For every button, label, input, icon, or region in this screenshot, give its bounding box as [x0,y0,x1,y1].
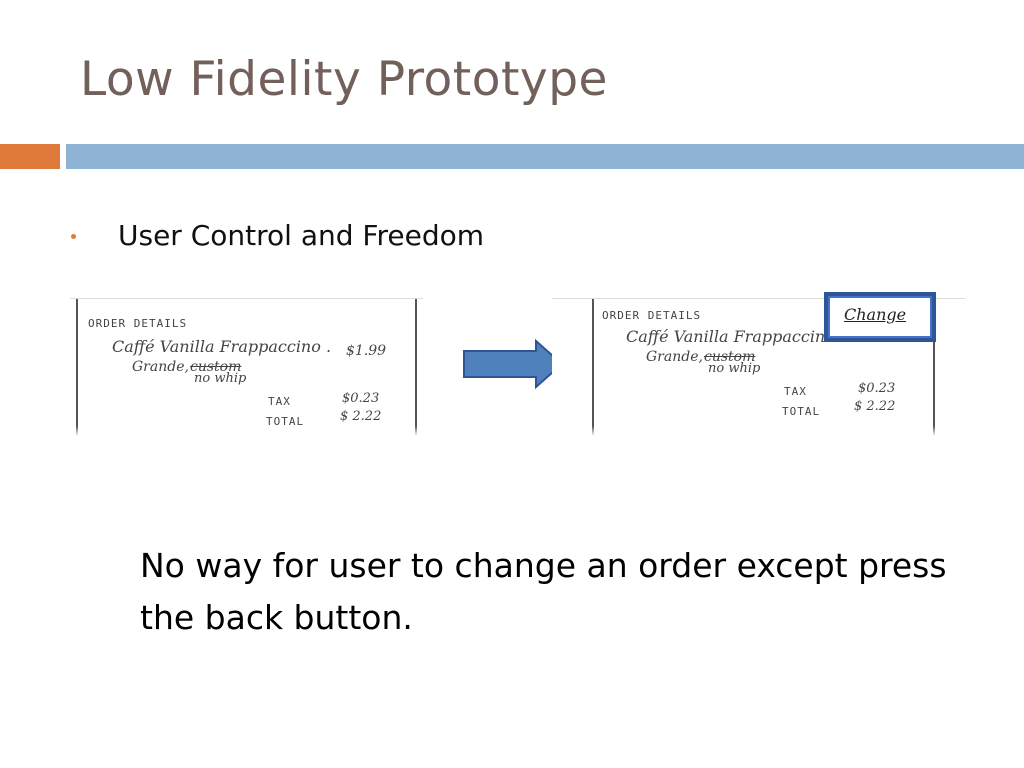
bullet-icon [71,234,76,239]
sketch-before: ORDER DETAILS Caffé Vanilla Frappaccino … [70,298,423,436]
slide-title: Low Fidelity Prototype [80,52,608,107]
change-button-label: Change [844,305,907,324]
note-text: No way for user to change an order excep… [140,546,947,637]
order-size: Grande, [132,359,189,375]
order-custom-struck: custom [704,349,756,365]
sketch-border-left [592,299,594,436]
sketch-border-right [933,299,935,436]
tax-label: TAX [784,385,807,398]
order-item: Caffé Vanilla Frappaccino [626,327,835,346]
tax-label: TAX [268,395,291,408]
sketch-border-left [76,299,78,436]
order-price: $1.99 [346,343,387,359]
title-underline-bar [66,144,1024,169]
order-custom-struck: custom [190,359,242,375]
total-label: TOTAL [782,405,821,418]
order-modifier: no whip [194,371,247,386]
total-value: $ 2.22 [854,399,896,414]
total-label: TOTAL [266,415,305,428]
order-modifier: no whip [708,361,761,376]
bullet-text: User Control and Freedom [118,219,485,252]
order-item: Caffé Vanilla Frappaccino . [112,337,332,356]
tax-value: $0.23 [858,381,896,396]
tax-value: $0.23 [342,391,380,406]
sketch-border-right [415,299,417,436]
arrow-right-icon [463,338,564,390]
sketch-fade [552,426,965,436]
sketch-fade [70,426,423,436]
total-value: $ 2.22 [340,409,382,424]
change-button[interactable]: Change [824,292,936,342]
order-details-heading: ORDER DETAILS [602,309,702,322]
title-accent-bar [0,144,60,169]
order-size: Grande, [646,349,703,365]
order-details-heading: ORDER DETAILS [88,317,188,330]
